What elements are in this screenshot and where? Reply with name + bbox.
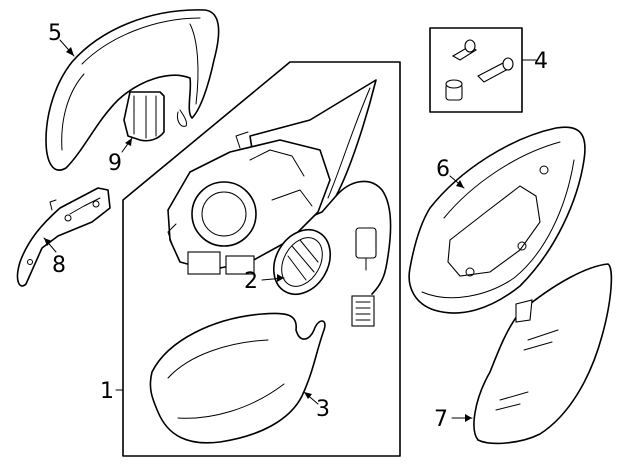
- part-1-mirror-assembly: [122, 61, 401, 457]
- callout-5: 5: [48, 21, 62, 46]
- part-8-trim-strip: [16, 187, 111, 287]
- wiring-harness: [335, 180, 392, 327]
- callout-1: 1: [100, 379, 114, 404]
- callout-3: 3: [316, 397, 330, 422]
- part-7-mirror-glass: [473, 263, 613, 445]
- callout-4: 4: [534, 49, 548, 74]
- part-9-turn-signal-bracket: [123, 91, 165, 142]
- callout-8: 8: [52, 253, 66, 278]
- callout-7: 7: [434, 407, 448, 432]
- part-4-hardware-kit: [429, 27, 523, 113]
- part-5-mirror-cover: [45, 9, 220, 171]
- callout-9: 9: [108, 151, 122, 176]
- callout-6: 6: [436, 157, 450, 182]
- leader-lines: [43, 39, 537, 422]
- part-6-mirror-housing: [408, 126, 586, 314]
- part-3-lower-cover: [149, 312, 326, 444]
- callout-2: 2: [244, 269, 258, 294]
- part-2-actuator: [272, 229, 332, 295]
